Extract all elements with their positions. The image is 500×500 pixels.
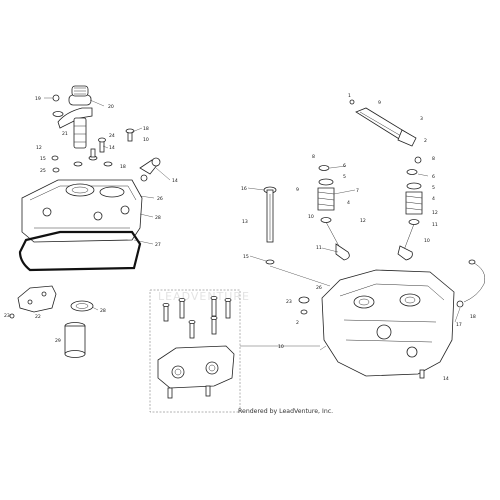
callout-9b: 9 [296,187,299,193]
washer-nut [298,296,310,315]
leader-lines [89,99,461,323]
callout-7: 7 [356,188,359,194]
breather-fitting [139,157,161,182]
cam-holder-bolts [162,295,232,339]
watermark: LEADVENTURE [158,290,250,303]
callout-27: 27 [155,242,161,248]
cam-chain-guide [397,129,422,164]
callout-29: 29 [55,338,61,344]
callout-28b: 28 [100,308,106,314]
spark-plug-tube [64,322,86,358]
head-bolt [263,186,277,265]
washer [52,111,64,117]
callout-10: 10 [143,137,149,143]
callout-10b: 10 [308,214,314,220]
callouts: 19 20 21 18 10 12 24 14 15 18 25 14 26 2… [4,93,476,382]
camshaft-holder [157,345,235,399]
callout-28: 28 [155,215,161,221]
callout-12b: 12 [360,218,366,224]
leader [269,265,331,287]
callout-14: 14 [109,145,115,151]
callout-2b: 2 [296,320,299,326]
callout-14c: 14 [443,376,449,382]
bracket-plate [17,285,57,313]
callout-3: 3 [420,116,423,122]
callout-25: 25 [40,168,46,174]
cylinder-head [321,269,455,377]
oil-seal [70,300,94,312]
callout-8b: 8 [432,156,435,162]
callout-6b: 6 [432,174,435,180]
callout-18c: 18 [470,314,476,320]
callout-4b: 4 [432,196,435,202]
callout-1: 1 [348,93,351,99]
callout-2: 2 [424,138,427,144]
callout-15b: 15 [243,254,249,260]
callout-16: 16 [241,186,247,192]
callout-10d: 10 [278,344,284,350]
callout-17: 17 [456,322,462,328]
temperature-sensor-wire [456,259,485,308]
callout-9: 9 [378,100,381,106]
valve-spring-assembly-2 [397,169,423,261]
callout-10c: 10 [424,238,430,244]
callout-5a: 5 [343,174,346,180]
drain-plug [419,369,425,379]
callout-8a: 8 [312,154,315,160]
callout-23b: 23 [286,299,292,305]
callout-11b: 11 [432,222,438,228]
callout-13: 13 [242,219,248,225]
callout-12c: 12 [432,210,438,216]
cam-holder-group [149,289,320,413]
bolt [44,94,60,102]
cam-chain-tensioner [57,85,93,149]
valve-spring-assembly [317,165,350,261]
callout-5b: 5 [432,185,435,191]
leader [319,345,327,351]
callout-14b: 14 [172,178,178,184]
callout-23: 23 [4,313,10,319]
callout-15: 15 [40,156,46,162]
callout-18a: 18 [143,126,149,132]
callout-18b: 18 [120,164,126,170]
callout-22: 22 [35,314,41,320]
callout-12: 12 [36,145,42,151]
callout-11: 11 [316,245,322,251]
cover-gasket [18,230,142,272]
screw [9,313,15,319]
callout-26: 26 [157,196,163,202]
credit-text: Rendered by LeadVenture, Inc. [238,408,333,415]
valve-cover [21,179,143,243]
cover-bolts [51,128,135,173]
callout-21: 21 [62,131,68,137]
callout-4: 4 [347,200,350,206]
callout-20: 20 [108,104,114,110]
callout-19: 19 [35,96,41,102]
callout-24: 24 [109,133,115,139]
callout-26b: 26 [316,285,322,291]
